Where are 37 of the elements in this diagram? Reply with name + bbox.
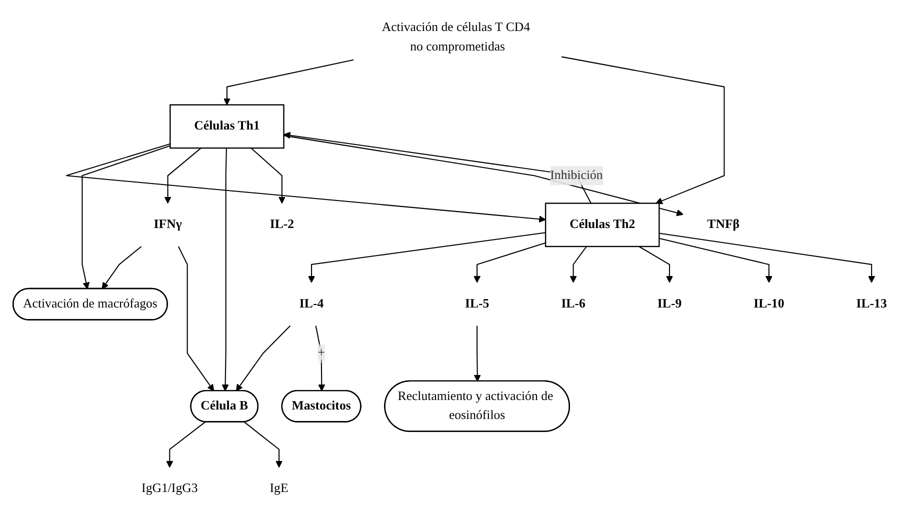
node-box: Células Th2 [544, 202, 660, 248]
arrow [284, 135, 684, 216]
arrow [66, 143, 546, 223]
arrow [659, 238, 772, 283]
node-box: Células Th1 [170, 104, 284, 149]
arrow [308, 232, 546, 283]
arrow [659, 232, 876, 283]
arrow [178, 246, 214, 392]
node-text: IL-5 [464, 296, 490, 311]
arrow [562, 56, 725, 204]
node-text: IFNγ [154, 218, 182, 232]
edge-label: + [318, 346, 325, 360]
arrow [570, 246, 587, 283]
arrow [82, 145, 170, 290]
node-text: IL-6 [561, 296, 586, 311]
node-text: IL-10 [754, 296, 784, 311]
arrow [223, 59, 354, 106]
arrow [283, 132, 592, 204]
arrow [474, 242, 546, 283]
node-text: IgE [270, 482, 288, 496]
arrow [166, 422, 206, 468]
edge-label: Inhibición [550, 168, 603, 182]
node-text: IL-13 [856, 296, 887, 311]
arrow [222, 148, 229, 392]
arrow [244, 422, 283, 468]
node-text: IL-9 [657, 296, 682, 311]
arrow [236, 325, 291, 392]
node-text: IgG1/IgG3 [142, 482, 198, 496]
arrow [164, 148, 202, 204]
node-text: IL-4 [299, 296, 324, 311]
node-text: Activación de células T CD4 no comprometidas [382, 20, 530, 54]
arrow [474, 326, 481, 382]
node-text: TNFβ [707, 218, 740, 232]
arrow [638, 246, 674, 283]
node-text: IL-2 [270, 218, 294, 232]
arrow [250, 148, 286, 204]
arrow [102, 246, 142, 290]
